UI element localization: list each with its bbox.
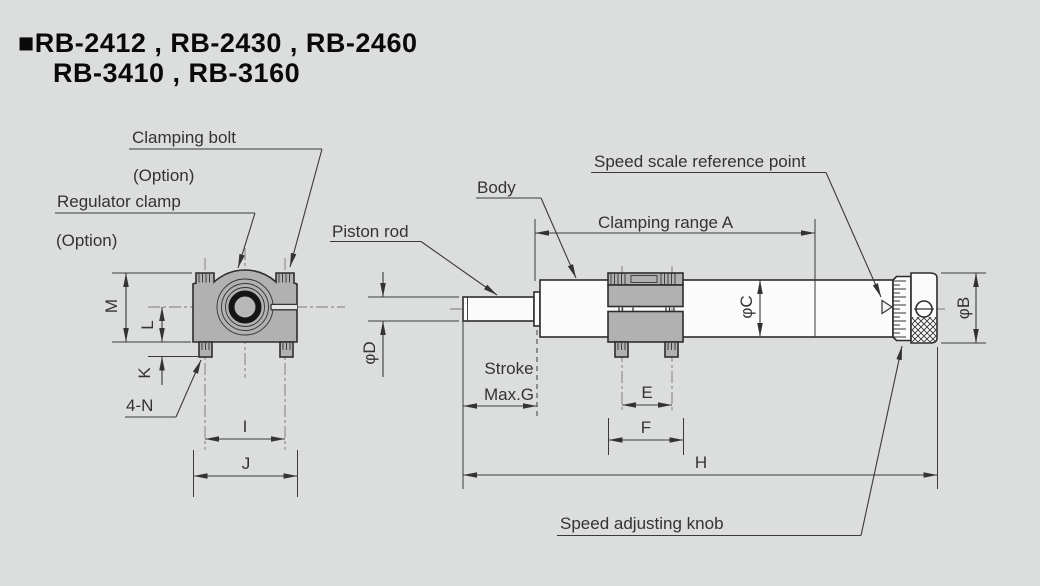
bore-inner-circle	[225, 287, 265, 327]
rod-stopper-ring	[533, 291, 541, 327]
front-view-regulator-clamp: M L K 4-N I	[55, 128, 345, 497]
knob-knurl-crosshatch	[911, 317, 937, 342]
dim-label-M: M	[102, 299, 121, 313]
model-title-line1: ■RB-2412 , RB-2430 , RB-2460	[18, 28, 418, 58]
model-title-line2: RB-3410 , RB-3160	[53, 58, 301, 88]
speed-scale-reference-point-label: Speed scale reference point	[594, 152, 806, 171]
dimension-L: L	[138, 307, 165, 342]
dimension-phi-B: φB	[941, 272, 986, 344]
stroke-label: Stroke	[484, 359, 533, 378]
clamp-lower-half	[607, 310, 684, 343]
clamp-bolt-head-knurl-left	[198, 273, 210, 283]
clamp-side-foot-left-detail	[617, 343, 626, 350]
callout-speed-adjusting-knob: Speed adjusting knob	[557, 345, 903, 537]
clamp-top-plate-detail	[630, 275, 658, 283]
dim-label-I: I	[243, 417, 248, 436]
clamp-foot-left-detail	[201, 343, 210, 350]
dimension-K: K	[135, 356, 198, 385]
callout-speed-scale-reference-point: Speed scale reference point	[591, 152, 894, 315]
clamp-bolt-head-knurl-right	[278, 273, 290, 283]
clamping-bolt-label: Clamping bolt	[132, 128, 236, 147]
callout-body: Body	[476, 178, 577, 279]
speed-scale-reference-marker	[881, 299, 894, 315]
piston-rod-label: Piston rod	[332, 222, 409, 241]
dim-label-phi-D: φD	[360, 341, 379, 364]
body-tube-cross-section	[228, 290, 262, 324]
clamp-split-serrations	[618, 307, 675, 311]
dimension-J: J	[193, 450, 298, 497]
callout-clamping-bolt: Clamping bolt (Option)	[129, 128, 323, 268]
dim-label-K: K	[135, 367, 154, 379]
piston-rod	[462, 296, 535, 322]
callout-4-N: 4-N	[125, 359, 202, 418]
dimension-phi-D: φD	[360, 272, 459, 377]
dimension-M: M	[102, 272, 192, 343]
speed-adjusting-knob-label: Speed adjusting knob	[560, 514, 724, 533]
speed-scale-ticks-long	[893, 280, 906, 338]
dimension-I: I	[205, 417, 285, 442]
model-title: ■RB-2412 , RB-2430 , RB-2460 RB-3410 , R…	[18, 28, 417, 88]
max-g-label: Max.G	[484, 385, 534, 404]
dim-label-L: L	[138, 320, 157, 329]
clamp-side-foot-right-detail	[667, 343, 676, 350]
speed-scale-ticks-short	[893, 284, 900, 334]
dimension-F: F	[608, 418, 684, 455]
speed-scale-section	[892, 275, 912, 342]
side-view-shock-absorber: φD φC φB Clamping range A	[330, 152, 986, 537]
clamp-side-view	[607, 266, 684, 412]
dimension-phi-C: φC	[737, 280, 763, 337]
dimension-stroke-maxg: Stroke Max.G	[463, 330, 538, 417]
dim-label-E: E	[641, 383, 652, 402]
callout-piston-rod: Piston rod	[330, 222, 498, 296]
regulator-clamp-option-label: (Option)	[56, 231, 117, 250]
dim-label-4N: 4-N	[126, 396, 153, 415]
bore-middle-circle	[221, 283, 269, 331]
clamp-upper-half	[607, 284, 684, 308]
body-tube	[539, 279, 894, 338]
clamp-foot-right-detail	[282, 343, 291, 350]
clamp-side-bolt-knurl	[610, 273, 676, 285]
clamp-split-slot	[270, 303, 297, 311]
callout-regulator-clamp: Regulator clamp (Option)	[55, 192, 256, 269]
dim-label-H: H	[695, 453, 707, 472]
dimension-H: H	[462, 321, 938, 489]
clamping-bolt-option-label: (Option)	[133, 166, 194, 185]
dim-label-J: J	[242, 454, 251, 473]
clamping-range-label: Clamping range A	[598, 213, 734, 232]
regulator-clamp-label: Regulator clamp	[57, 192, 181, 211]
dim-label-phi-B: φB	[954, 297, 973, 319]
body-label: Body	[477, 178, 516, 197]
dimension-E: E	[622, 383, 672, 408]
dim-label-phi-C: φC	[737, 295, 756, 318]
dim-label-F: F	[641, 418, 651, 437]
dimension-clamping-range-A: Clamping range A	[534, 213, 816, 337]
